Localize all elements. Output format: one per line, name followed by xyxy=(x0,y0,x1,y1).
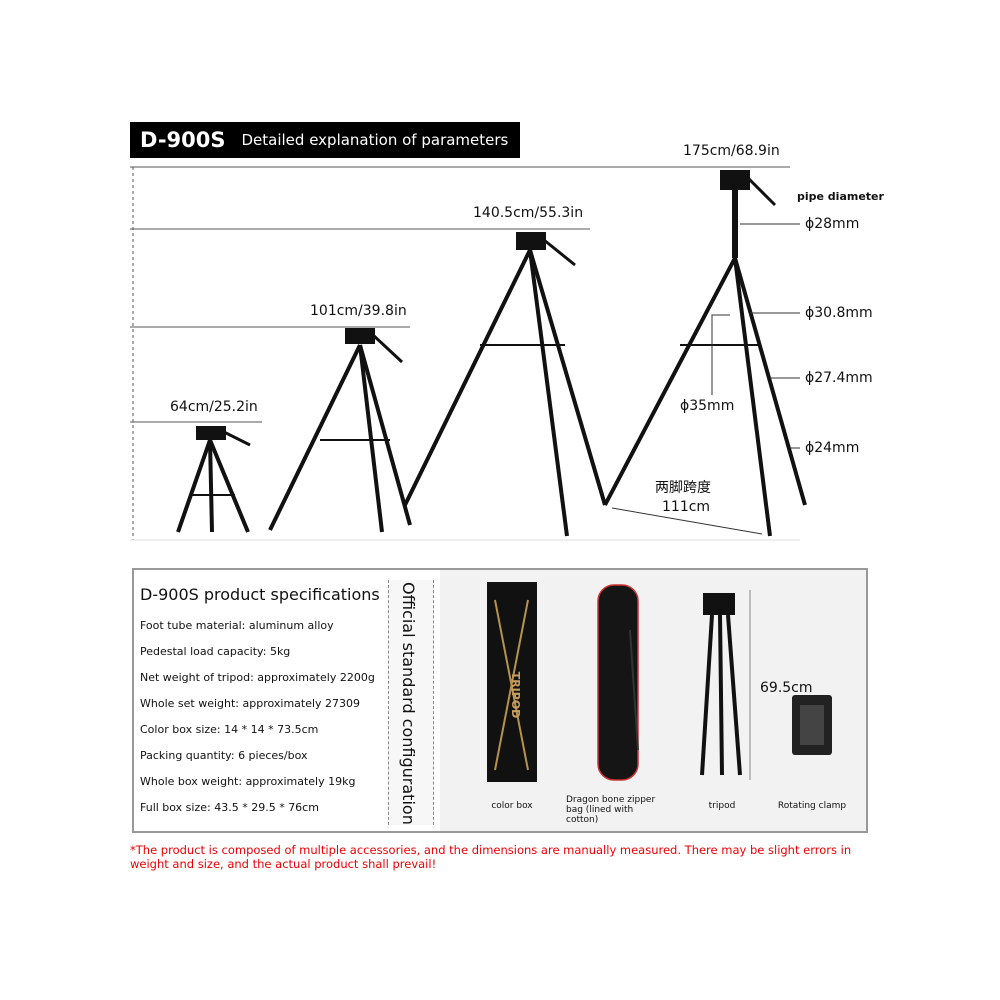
caption-tripod: tripod xyxy=(708,801,736,811)
spec-box xyxy=(132,568,868,833)
tripod-101cm xyxy=(268,328,412,533)
span-label: 两脚跨度 xyxy=(655,480,711,496)
caption-zipper-bag: Dragon bone zipper bag (lined with cotto… xyxy=(566,795,656,825)
caption-rotating-clamp: Rotating clamp xyxy=(777,801,847,811)
spec-title: D-900S product specifications xyxy=(140,585,380,604)
header-subtitle: Detailed explanation of parameters xyxy=(241,131,509,149)
pipe-d308: ϕ30.8mm xyxy=(805,305,873,321)
span-value: 111cm xyxy=(662,499,711,515)
header-bar: D-900S Detailed explanation of parameter… xyxy=(130,122,520,158)
accessory-images: TRIPOD xyxy=(487,582,832,782)
config-title: Official standard configuration xyxy=(399,582,418,825)
folded-height: 69.5cm xyxy=(760,680,813,696)
pipe-d24: ϕ24mm xyxy=(805,440,860,456)
pipe-d35: ϕ35mm xyxy=(680,398,735,414)
spec-row: Whole set weight: approximately 27309 xyxy=(140,697,361,710)
color-box-image: TRIPOD xyxy=(487,582,537,782)
spec-row: Color box size: 14 * 14 * 73.5cm xyxy=(140,723,319,736)
model-name: D-900S xyxy=(140,128,226,152)
tripod-175cm xyxy=(603,170,807,537)
svg-text:TRIPOD: TRIPOD xyxy=(509,672,522,719)
spec-row: Packing quantity: 6 pieces/box xyxy=(140,749,308,762)
rotating-clamp-image xyxy=(792,695,832,755)
height-64: 64cm/25.2in xyxy=(170,399,258,415)
caption-color-box: color box xyxy=(491,801,533,811)
pipe-d28: ϕ28mm xyxy=(805,216,860,232)
tripod-140cm xyxy=(403,232,607,537)
folded-tripod-image xyxy=(700,590,751,780)
spec-row: Pedestal load capacity: 5kg xyxy=(140,645,291,658)
spec-list: D-900S product specifications Foot tube … xyxy=(140,585,380,821)
spec-row: Full box size: 43.5 * 29.5 * 76cm xyxy=(140,801,319,814)
height-175: 175cm/68.9in xyxy=(683,143,780,159)
spec-row: Whole box weight: approximately 19kg xyxy=(140,775,356,788)
spec-row: Net weight of tripod: approximately 2200… xyxy=(140,671,375,684)
config-title-column: Official standard configuration xyxy=(388,580,434,825)
height-101: 101cm/39.8in xyxy=(310,303,407,319)
height-140: 140.5cm/55.3in xyxy=(473,205,584,221)
disclaimer-note: *The product is composed of multiple acc… xyxy=(130,843,852,871)
pipe-d274: ϕ27.4mm xyxy=(805,370,873,386)
zipper-bag-image xyxy=(597,584,639,781)
tripod-64cm xyxy=(176,426,251,533)
tripod-diagram xyxy=(130,166,807,541)
spec-row: Foot tube material: aluminum alloy xyxy=(140,619,334,632)
pipe-diameter-label: pipe diameter xyxy=(797,190,884,203)
